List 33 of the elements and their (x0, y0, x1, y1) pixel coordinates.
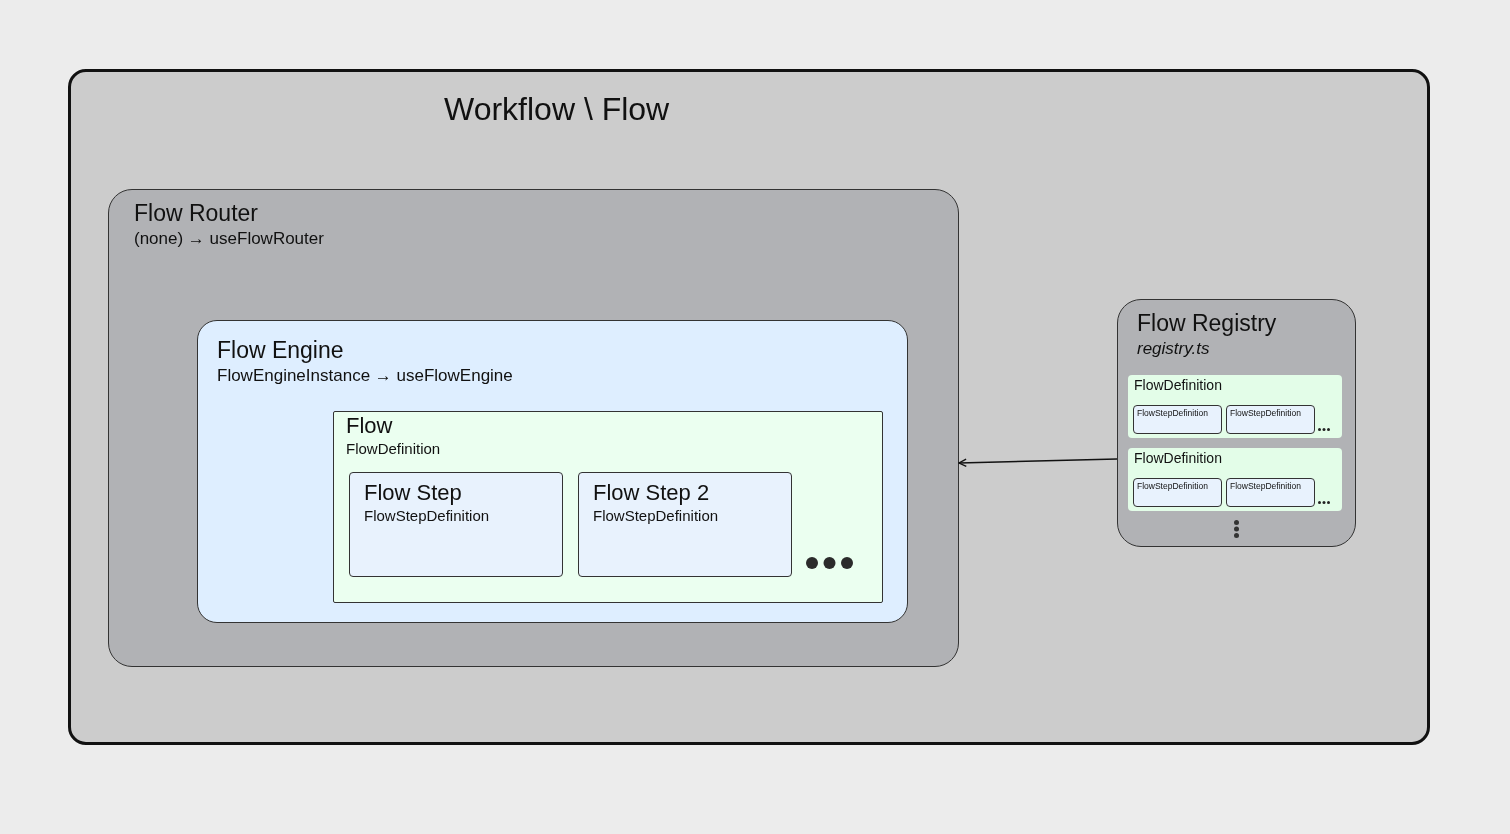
step-box (578, 472, 792, 577)
node-title: FlowDefinition (1134, 377, 1222, 394)
step-box (349, 472, 563, 577)
step-definition-box (1226, 405, 1315, 434)
node-title: Flow Registry (1137, 310, 1277, 338)
node-subtitle: FlowDefinition (346, 439, 441, 459)
node-title: Workflow \ Flow (444, 90, 670, 129)
definition-panel (1128, 448, 1342, 511)
step-definition-box (1226, 478, 1315, 507)
registry-container (1117, 299, 1356, 547)
node-title: FlowDefinition (1134, 450, 1222, 467)
arrow (958, 458, 1118, 468)
node-title: FlowStepDefinition (1230, 481, 1301, 492)
node-title: Flow Router (134, 200, 258, 228)
node-subtitle: FlowStepDefinition (593, 506, 719, 526)
node-subtitle: FlowStepDefinition (364, 506, 490, 526)
node-title: FlowStepDefinition (1137, 408, 1208, 419)
step-definition-box (1133, 405, 1222, 434)
engine-container (197, 320, 908, 623)
node-subtitle: FlowEngineInstance → useFlowEngine (217, 364, 513, 387)
node-title: FlowStepDefinition (1230, 408, 1301, 419)
node-subtitle: registry.ts (1137, 337, 1210, 360)
router-container (108, 189, 959, 667)
outer-container (68, 69, 1430, 745)
node-subtitle: (none) → useFlowRouter (134, 227, 324, 250)
definition-panel (1128, 375, 1342, 438)
step-definition-box (1133, 478, 1222, 507)
node-title: Flow Step 2 (593, 480, 710, 507)
flow-container (333, 411, 883, 603)
node-title: Flow (346, 413, 393, 440)
node-title: FlowStepDefinition (1137, 481, 1208, 492)
node-title: Flow Engine (217, 337, 344, 365)
node-title: Flow Step (364, 480, 462, 507)
